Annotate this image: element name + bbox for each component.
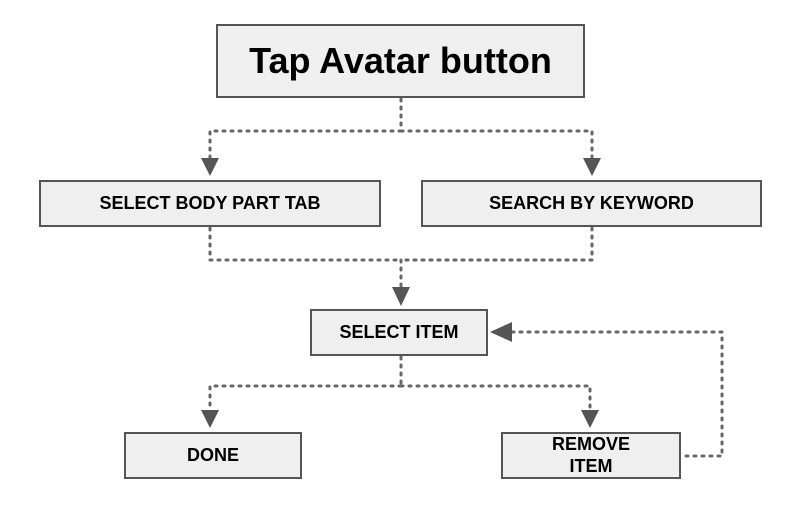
node-label: Tap Avatar button <box>249 40 552 82</box>
arrowhead-done <box>201 410 219 428</box>
node-select-body-part-tab: SELECT BODY PART TAB <box>39 180 381 227</box>
node-select-item: SELECT ITEM <box>310 309 488 356</box>
node-label-line-2: ITEM <box>569 455 613 476</box>
node-label: SELECT ITEM <box>339 321 459 342</box>
node-label: SELECT BODY PART TAB <box>99 192 321 213</box>
node-label-group: REMOVE ITEM <box>552 434 630 477</box>
node-label: SEARCH BY KEYWORD <box>489 192 694 213</box>
node-tap-avatar-button: Tap Avatar button <box>216 24 585 98</box>
connector-search-to-merge <box>399 226 594 262</box>
node-label: DONE <box>186 444 239 465</box>
arrowhead-search <box>583 158 601 176</box>
connector-start-to-body-part <box>208 129 403 160</box>
arrowhead-body-part <box>201 158 219 176</box>
node-remove-item: REMOVE ITEM <box>501 432 681 479</box>
node-search-by-keyword: SEARCH BY KEYWORD <box>421 180 762 227</box>
connector-select-item-to-done <box>208 384 403 412</box>
node-done: DONE <box>124 432 302 479</box>
node-label-line-1: REMOVE <box>551 433 630 454</box>
arrowhead-select-item <box>392 287 410 306</box>
connector-start-to-search <box>399 129 594 160</box>
connector-select-item-to-remove <box>399 384 592 412</box>
arrowhead-remove <box>581 410 599 428</box>
connector-body-part-to-merge <box>208 226 403 262</box>
arrowhead-loop-select-item <box>490 322 512 342</box>
connector-remove-loop <box>510 330 724 458</box>
